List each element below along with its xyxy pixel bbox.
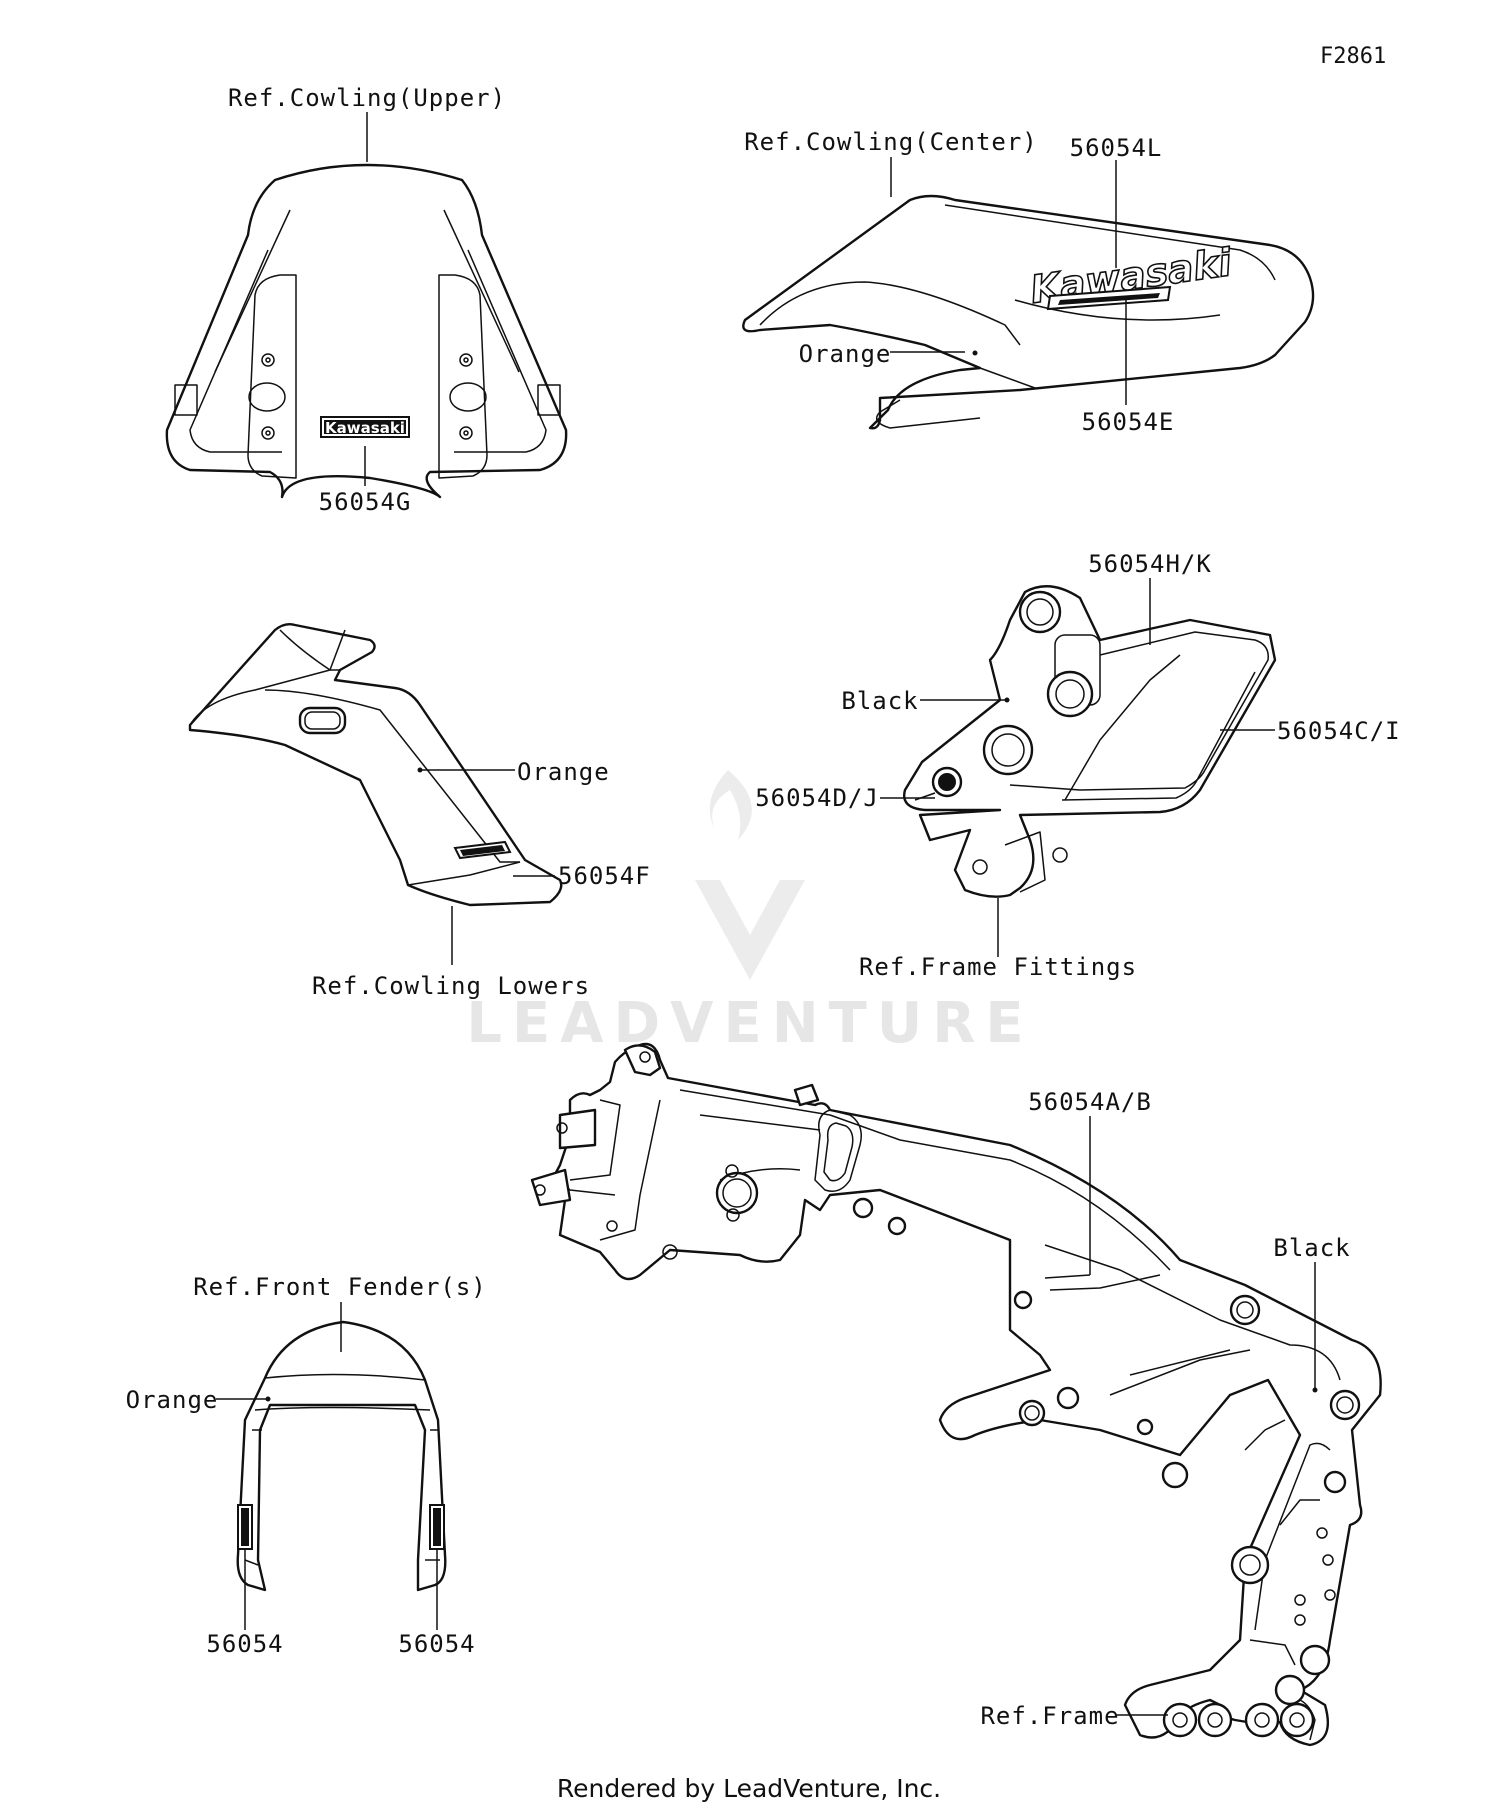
leadventure-watermark: LEADVENTURE (466, 770, 1033, 1056)
label-fender-orange: Orange (126, 1386, 219, 1414)
upper-cowling-drawing: Kawasaki (165, 163, 568, 499)
front-fender-drawing (236, 1320, 447, 1592)
center-orange-dot (972, 350, 978, 356)
label-56054AB: 56054A/B (1028, 1088, 1152, 1116)
label-ref-front-fender: Ref.Front Fender(s) (193, 1273, 487, 1301)
label-fender-right-part: 56054 (398, 1630, 475, 1658)
decal-logo-text: Kawasaki (325, 419, 405, 437)
frame-fittings-drawing (903, 585, 1277, 898)
label-56054G: 56054G (319, 488, 412, 516)
versys-decal-56054E (1046, 285, 1172, 311)
label-lower-orange: Orange (517, 758, 610, 786)
fender-left-decal (237, 1504, 253, 1550)
label-56054L: 56054L (1070, 134, 1163, 162)
frame-fit-black-dot (1004, 697, 1010, 703)
lower-orange-dot (417, 767, 423, 773)
fender-right-decal (429, 1504, 445, 1550)
label-ref-cowling-lowers: Ref.Cowling Lowers (312, 972, 590, 1000)
label-fender-left-part: 56054 (206, 1630, 283, 1658)
watermark-text: LEADVENTURE (466, 991, 1033, 1056)
frame-black-dot (1312, 1387, 1318, 1393)
label-ref-frame: Ref.Frame (980, 1702, 1119, 1730)
label-56054HK: 56054H/K (1088, 550, 1212, 578)
label-56054F: 56054F (558, 862, 651, 890)
label-56054E: 56054E (1082, 408, 1175, 436)
leader-56054AB-tail (1044, 1274, 1091, 1279)
label-frame-fit-black: Black (841, 687, 918, 715)
center-cowling-drawing: Kawasaki (742, 194, 1315, 430)
label-ref-cowling-center: Ref.Cowling(Center) (744, 128, 1038, 156)
footer-credit: Rendered by LeadVenture, Inc. (557, 1774, 941, 1803)
label-frame-black: Black (1273, 1234, 1350, 1262)
label-56054DJ: 56054D/J (755, 784, 879, 812)
label-ref-frame-fittings: Ref.Frame Fittings (859, 953, 1137, 981)
label-center-orange: Orange (799, 340, 892, 368)
fender-orange-dot (265, 1396, 271, 1402)
label-ref-cowling-upper: Ref.Cowling(Upper) (228, 84, 506, 112)
decal-56054F (453, 840, 512, 860)
kawasaki-decal-56054G: Kawasaki (320, 416, 410, 438)
label-56054CI: 56054C/I (1277, 717, 1401, 745)
figure-id: F2861 (1320, 44, 1386, 69)
main-frame-drawing (530, 1042, 1382, 1747)
lower-cowling-drawing (188, 622, 563, 907)
